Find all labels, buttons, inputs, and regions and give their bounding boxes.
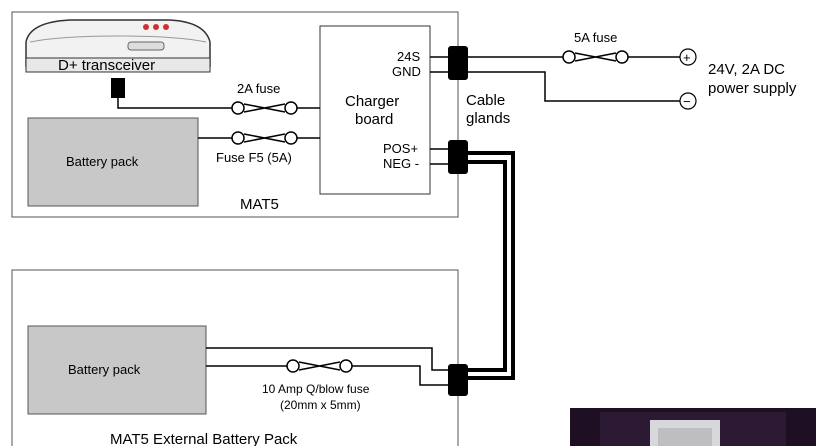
led-1 <box>143 24 149 30</box>
fuse-10a-label-1: 10 Amp Q/blow fuse <box>262 382 370 396</box>
fuse-10a-label-2: (20mm x 5mm) <box>280 398 361 412</box>
battery-external-label: Battery pack <box>68 362 141 377</box>
fuse-f5 <box>231 131 298 145</box>
battery-external <box>27 325 207 415</box>
charger-label-1: Charger <box>345 93 399 110</box>
terminal-neg: NEG - <box>383 156 419 171</box>
fuse-f5-label: Fuse F5 (5A) <box>216 150 292 165</box>
charger-board <box>319 25 431 195</box>
mat5-enclosure <box>11 11 459 218</box>
transceiver: D+ transceiver <box>25 19 211 98</box>
wire-external-cable-outer <box>468 151 515 380</box>
fuse-2a-label: 2A fuse <box>237 81 280 96</box>
cable-gland-battery <box>448 140 468 174</box>
external-label: MAT5 External Battery Pack <box>110 431 298 446</box>
charger-label-2: board <box>355 111 393 128</box>
led-2 <box>153 24 159 30</box>
supply-minus-symbol: − <box>683 94 691 109</box>
terminal-24s: 24S <box>397 49 420 64</box>
fuse-5a <box>562 50 629 64</box>
battery-main-label: Battery pack <box>66 154 139 169</box>
led-3 <box>163 24 169 30</box>
cable-glands-label-1: Cable <box>466 92 505 109</box>
cable-gland-supply <box>448 46 468 80</box>
transceiver-label: D+ transceiver <box>58 57 155 74</box>
wire-external-bottom <box>206 365 448 386</box>
supply-label-1: 24V, 2A DC <box>708 61 785 78</box>
terminal-pos: POS+ <box>383 141 418 156</box>
wire-supply-negative <box>468 71 680 102</box>
supply-plus-symbol: + <box>683 50 691 65</box>
fuse-2a <box>231 101 298 115</box>
cable-gland-external <box>448 364 468 396</box>
mat5-label: MAT5 <box>240 196 279 213</box>
supply-minus-terminal <box>679 92 697 110</box>
battery-main <box>27 117 199 207</box>
cable-glands-label-2: glands <box>466 110 510 127</box>
supply-label-2: power supply <box>708 80 797 97</box>
charger-terminal-stubs <box>430 56 448 165</box>
wire-transceiver-charger <box>117 98 320 109</box>
terminal-gnd: GND <box>392 64 421 79</box>
fuse-5a-label: 5A fuse <box>574 30 617 45</box>
supply-plus-terminal <box>679 48 697 66</box>
wire-external-cable-inner <box>468 160 507 372</box>
wire-external-top <box>206 347 448 371</box>
fuse-10a <box>286 359 353 373</box>
photo-fragment <box>570 408 816 446</box>
